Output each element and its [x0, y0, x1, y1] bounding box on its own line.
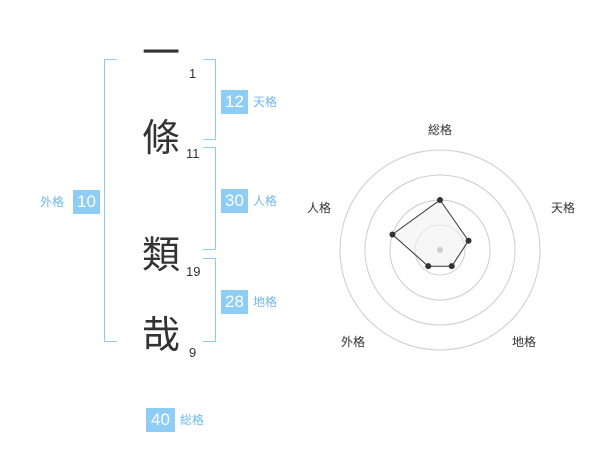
radar-polygon [391, 199, 470, 267]
radar-ring-4 [339, 149, 541, 351]
chikaku-label: 地格 [253, 295, 278, 309]
name-char-4: 哉 [142, 313, 181, 357]
radar-point-3 [448, 263, 455, 270]
radar-label-jinkaku: 人格 [307, 201, 332, 215]
name-char-2: 條 [142, 116, 181, 160]
gaikaku-label: 外格 [40, 195, 65, 209]
tenkaku-label: 天格 [253, 95, 278, 109]
soukaku-label: 総格 [180, 413, 205, 427]
chikaku-bracket [203, 258, 216, 342]
tenkaku-value: 12 [221, 90, 248, 114]
radar-ring-3 [364, 174, 516, 326]
radar-label-soukaku: 総格 [428, 123, 453, 137]
name-char-3: 類 [142, 233, 181, 277]
radar-label-gaikaku: 外格 [341, 335, 366, 349]
stroke-count-3: 19 [186, 264, 201, 279]
radar-point-4 [425, 263, 432, 270]
radar-chart [339, 149, 541, 351]
tenkaku-bracket [203, 59, 216, 140]
radar-label-tenkaku: 天格 [551, 201, 576, 215]
jinkaku-bracket [203, 147, 216, 250]
radar-center-dot [437, 247, 443, 253]
gaikaku-bracket [104, 59, 117, 342]
jinkaku-value: 30 [221, 189, 248, 213]
stroke-count-1: 1 [189, 66, 197, 81]
chikaku-value: 28 [221, 290, 248, 314]
name-char-1: 一 [142, 31, 181, 75]
gaikaku-value: 10 [73, 190, 100, 214]
radar-point-1 [437, 197, 443, 203]
soukaku-value: 40 [146, 408, 175, 432]
radar-label-chikaku: 地格 [512, 335, 537, 349]
radar-point-2 [465, 237, 472, 244]
jinkaku-label: 人格 [253, 194, 278, 208]
stroke-count-2: 11 [186, 146, 200, 161]
radar-point-5 [389, 231, 396, 238]
stroke-count-4: 9 [189, 345, 197, 360]
